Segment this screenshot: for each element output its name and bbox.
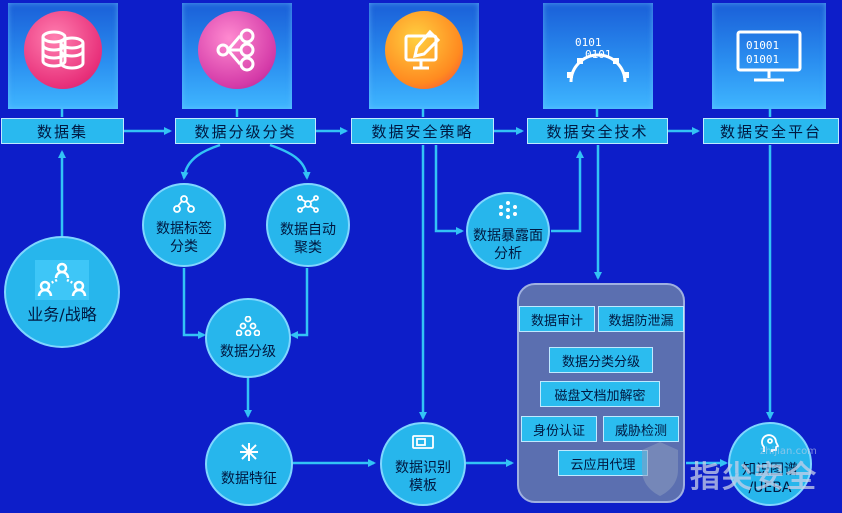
watermark-shield-icon bbox=[640, 440, 680, 498]
binary-gear-icon: 0101 0101 bbox=[543, 3, 653, 109]
node-exposure: 数据暴露面 分析 bbox=[466, 192, 550, 270]
snowflake-icon bbox=[497, 200, 519, 225]
tile-technology: 0101 0101 bbox=[543, 3, 653, 109]
node-tag-classify: 数据标签 分类 bbox=[142, 183, 226, 267]
node-knowledge-label: 知识图谱 /UEBA bbox=[742, 461, 798, 496]
svg-text:01001: 01001 bbox=[746, 39, 779, 52]
tile-dataset bbox=[8, 3, 118, 109]
pyramid-icon bbox=[235, 315, 261, 341]
arrow-policy-to-exposure bbox=[434, 145, 464, 235]
chip-threat-detect: 威胁检测 bbox=[603, 416, 679, 442]
arrow-to-tag-classify bbox=[180, 143, 221, 180]
node-business-label: 业务/战略 bbox=[27, 305, 97, 324]
node-tag-classify-label: 数据标签 分类 bbox=[156, 220, 212, 255]
binary-monitor-icon: 01001 01001 bbox=[712, 3, 826, 109]
node-grading-label: 数据分级 bbox=[220, 343, 276, 360]
arrow-exposure-to-technology bbox=[551, 150, 584, 233]
tile-platform: 01001 01001 bbox=[712, 3, 826, 109]
database-icon bbox=[24, 11, 102, 89]
bar-policy: 数据安全策略 bbox=[351, 118, 494, 144]
node-template: 数据识别 模板 bbox=[380, 422, 466, 506]
chip-data-classify: 数据分类分级 bbox=[549, 347, 653, 373]
chip-identity-auth: 身份认证 bbox=[521, 416, 597, 442]
brain-head-icon bbox=[759, 432, 781, 459]
svg-text:0101: 0101 bbox=[575, 36, 602, 49]
arrow-cluster-to-grading bbox=[290, 268, 309, 339]
tag-tree-icon bbox=[173, 194, 195, 218]
chip-data-audit: 数据审计 bbox=[519, 306, 595, 332]
asterisk-icon bbox=[238, 441, 260, 468]
chip-disk-encryption: 磁盘文档加解密 bbox=[540, 381, 660, 407]
screen-icon bbox=[411, 434, 435, 457]
watermark-url: zhijian.com bbox=[760, 446, 817, 457]
node-auto-cluster: 数据自动 聚类 bbox=[266, 183, 350, 267]
chip-cloud-proxy: 云应用代理 bbox=[558, 450, 648, 476]
node-exposure-label: 数据暴露面 分析 bbox=[473, 227, 543, 262]
watermark-text: 指尖安全 bbox=[690, 460, 818, 495]
svg-text:01001: 01001 bbox=[746, 53, 779, 66]
tile-classification bbox=[182, 3, 292, 109]
hierarchy-icon bbox=[198, 11, 276, 89]
cluster-icon bbox=[297, 194, 319, 219]
bar-classification: 数据分级分类 bbox=[175, 118, 316, 144]
node-business: 业务/战略 bbox=[4, 236, 120, 348]
bar-dataset: 数据集 bbox=[1, 118, 124, 144]
arrow-tag-to-grading bbox=[182, 268, 206, 339]
bar-platform: 数据安全平台 bbox=[703, 118, 839, 144]
people-network-icon bbox=[35, 260, 89, 304]
node-knowledge: 知识图谱 /UEBA bbox=[728, 422, 812, 506]
node-grading: 数据分级 bbox=[205, 298, 291, 378]
node-template-label: 数据识别 模板 bbox=[395, 459, 451, 494]
node-feature-label: 数据特征 bbox=[221, 470, 277, 487]
chip-data-dlp: 数据防泄漏 bbox=[598, 306, 684, 332]
tile-policy bbox=[369, 3, 479, 109]
design-pen-icon bbox=[385, 11, 463, 89]
arrow-to-auto-cluster bbox=[269, 143, 311, 180]
node-feature: 数据特征 bbox=[205, 422, 293, 506]
node-auto-cluster-label: 数据自动 聚类 bbox=[280, 221, 336, 256]
bar-technology: 数据安全技术 bbox=[527, 118, 668, 144]
